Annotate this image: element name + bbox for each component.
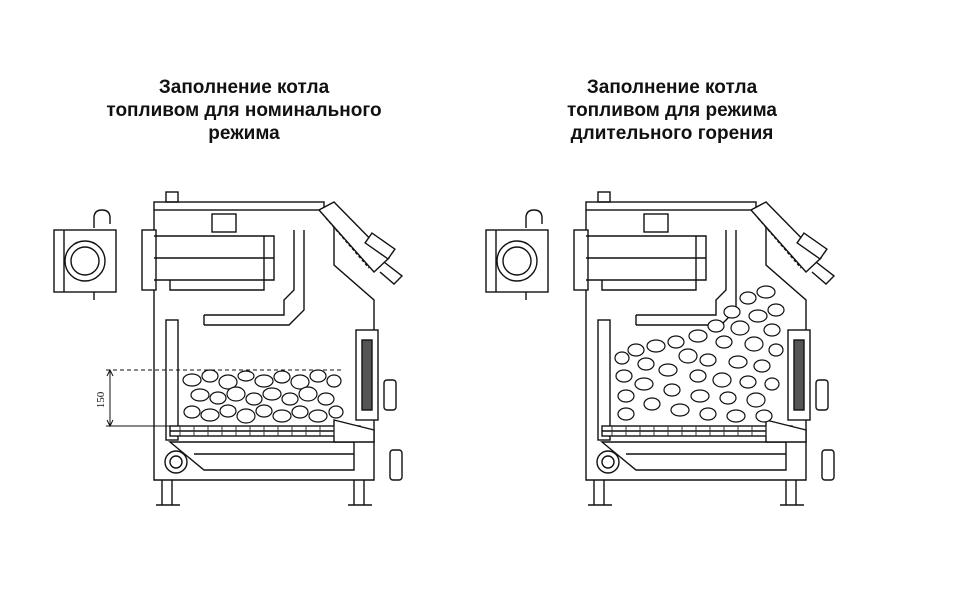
boiler-body (485, 191, 836, 506)
title-line: Заполнение котла (158, 77, 330, 98)
grate-bars (611, 426, 767, 436)
fuel-load-long-burning (614, 285, 785, 423)
title-line: топливом для режима (567, 100, 777, 121)
title-line: Заполнение котла (586, 77, 758, 98)
title-nominal-mode: Заполнение котла топливом для номинально… (54, 76, 434, 145)
title-line: режима (208, 123, 280, 144)
dimension-label: 150 (95, 391, 107, 408)
dimension-fuel-height (106, 368, 344, 428)
title-line: длительного горения (570, 123, 774, 144)
boiler-diagram-long-burning (485, 191, 836, 506)
title-line: топливом для номинального (106, 100, 382, 121)
boiler-body (53, 191, 404, 506)
fuel-load-nominal (182, 369, 344, 424)
title-long-burning-mode: Заполнение котла топливом для режима дли… (482, 76, 862, 145)
boiler-diagram-nominal: 150 (53, 191, 404, 506)
grate-bars (179, 426, 335, 436)
